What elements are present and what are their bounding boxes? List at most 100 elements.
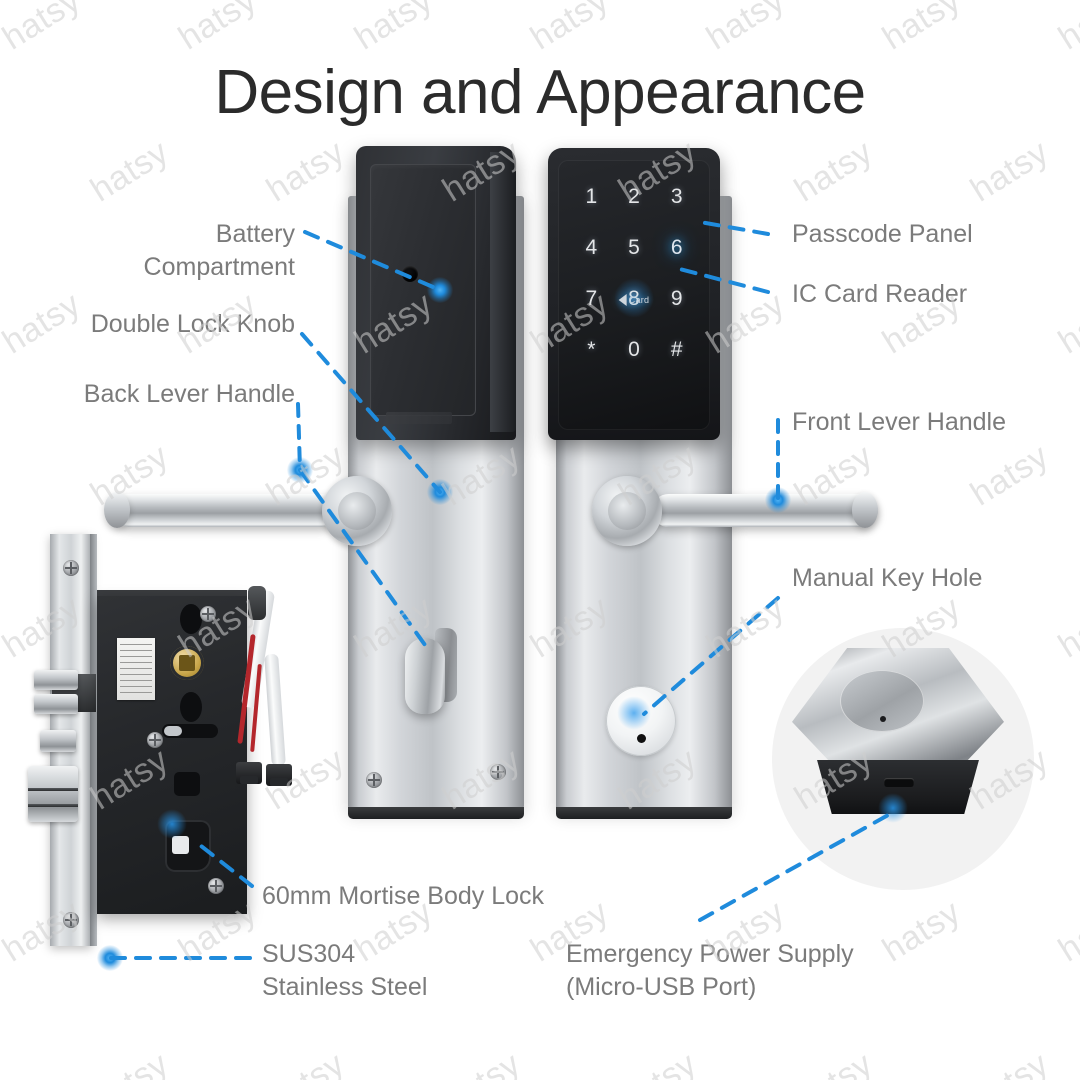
- mortise-body-lock: [22, 534, 292, 946]
- keypad-key-0[interactable]: 0: [628, 338, 640, 361]
- wire-boot: [248, 586, 266, 620]
- front-panel-base-trim: [556, 807, 732, 819]
- watermark: hatsy: [524, 0, 616, 58]
- power-supply-dial: [840, 670, 924, 732]
- latch-bolt-upper: [34, 670, 78, 690]
- watermark: hatsy: [964, 132, 1056, 210]
- emergency-power-supply-glow: [878, 793, 908, 823]
- anchor-double-lock-knob: [427, 479, 453, 505]
- keypad-key-5[interactable]: 5: [628, 236, 640, 259]
- keypad-key-hash[interactable]: #: [670, 338, 683, 361]
- watermark: hatsy: [84, 1045, 176, 1080]
- back-panel-screw-right: [490, 764, 506, 780]
- double-lock-knob[interactable]: [405, 628, 457, 714]
- keypad-key-6[interactable]: 6: [670, 236, 683, 259]
- callout-double-lock-knob: Double Lock Knob: [90, 310, 295, 338]
- callout-back-lever-handle: Back Lever Handle: [83, 380, 295, 408]
- card-chevron-icon: [618, 294, 627, 306]
- back-lever-rosette: [322, 476, 392, 546]
- battery-cover-door: [370, 164, 476, 416]
- anchor-front-lever-handle: [765, 487, 791, 513]
- keypad-grid[interactable]: 1 2 3 4 5 6 7 8 9 * 0 #: [570, 186, 698, 360]
- anchor-back-lever-handle: [287, 457, 313, 483]
- callout-sus304-stainless: SUS304 Stainless Steel: [262, 940, 428, 1001]
- watermark: hatsy: [964, 1045, 1056, 1080]
- auxiliary-bolt: [40, 730, 76, 752]
- double-lock-knob-body: [405, 638, 445, 714]
- watermark: hatsy: [876, 0, 968, 58]
- latch-bolt-lower: [34, 694, 78, 714]
- wire-connector-left: [236, 762, 262, 784]
- faceplate-screw-top: [63, 560, 79, 576]
- mortise-hole-mid: [180, 692, 202, 722]
- watermark: hatsy: [84, 132, 176, 210]
- mortise-case-top: [97, 590, 247, 598]
- callout-front-lever-handle: Front Lever Handle: [792, 408, 1007, 436]
- watermark: hatsy: [788, 1045, 880, 1080]
- mortise-case-screw-mid: [147, 732, 163, 748]
- passcode-panel[interactable]: 1 2 3 4 5 6 7 8 9 * 0 # Card: [548, 148, 720, 440]
- anchor-sus304: [97, 945, 123, 971]
- brand-emblem: [386, 412, 452, 424]
- watermark: hatsy: [260, 132, 352, 210]
- dead-bolt-groove-2: [28, 804, 78, 807]
- watermark: hatsy: [788, 132, 880, 210]
- watermark: hatsy: [436, 1045, 528, 1080]
- back-panel-screw-left: [366, 772, 382, 788]
- watermark: hatsy: [172, 0, 264, 58]
- keypad-key-9[interactable]: 9: [670, 287, 683, 310]
- wire-connector-right: [266, 764, 292, 786]
- battery-cover-screw-hole: [402, 266, 418, 282]
- emergency-power-supply: [792, 648, 1004, 838]
- mortise-spec-label: [117, 638, 155, 700]
- mortise-faceplate-edge: [90, 534, 97, 946]
- key-hole-pin: [637, 734, 646, 743]
- callout-passcode-panel: Passcode Panel: [792, 220, 973, 248]
- micro-usb-port[interactable]: [884, 778, 914, 787]
- mortise-body-lock-glow: [157, 809, 187, 839]
- card-label: Card: [628, 295, 650, 305]
- power-supply-pin: [880, 716, 886, 722]
- page-title: Design and Appearance: [214, 58, 866, 127]
- front-lever-rosette: [592, 476, 662, 546]
- back-panel-base-trim: [348, 807, 524, 819]
- watermark: hatsy: [1052, 892, 1080, 970]
- watermark: hatsy: [348, 0, 440, 58]
- battery-cover-bevel: [490, 152, 516, 432]
- watermark: hatsy: [1052, 588, 1080, 666]
- anchor-battery-compartment: [427, 277, 453, 303]
- watermark: hatsy: [0, 0, 88, 58]
- mortise-case-screw-bottom: [208, 878, 224, 894]
- mortise-spindle-hole: [170, 646, 204, 680]
- back-lever-handle[interactable]: [112, 494, 338, 527]
- dead-bolt: [28, 766, 78, 822]
- keypad-key-3[interactable]: 3: [670, 185, 683, 208]
- keypad-key-8[interactable]: 8: [628, 287, 640, 310]
- callout-emergency-power-supply: Emergency Power Supply (Micro-USB Port): [566, 940, 854, 1001]
- callout-ic-card-reader: IC Card Reader: [792, 280, 968, 308]
- watermark: hatsy: [260, 1045, 352, 1080]
- keypad-key-star[interactable]: *: [587, 338, 596, 361]
- mortise-slide-slot: [162, 724, 218, 738]
- manual-key-hole-glow: [617, 696, 651, 730]
- wire-sleeve-secondary: [264, 653, 286, 767]
- ic-card-reader-icon: Card: [618, 294, 650, 306]
- front-lever-handle-tip: [852, 492, 878, 528]
- keypad-key-1[interactable]: 1: [585, 185, 598, 208]
- watermark: hatsy: [964, 436, 1056, 514]
- mortise-hole-top: [180, 604, 202, 634]
- callout-mortise-body-lock: 60mm Mortise Body Lock: [262, 882, 545, 910]
- mortise-square-hole: [174, 772, 200, 796]
- callout-manual-key-hole: Manual Key Hole: [792, 564, 983, 592]
- watermark: hatsy: [1052, 0, 1080, 58]
- callout-battery-compartment: Battery Compartment: [143, 220, 295, 281]
- dead-bolt-groove-1: [28, 788, 78, 791]
- mortise-case-screw-top: [200, 606, 216, 622]
- keypad-key-2[interactable]: 2: [628, 185, 640, 208]
- keypad-key-7[interactable]: 7: [585, 287, 598, 310]
- back-lever-handle-tip: [104, 492, 130, 528]
- keypad-key-4[interactable]: 4: [585, 236, 598, 259]
- watermark: hatsy: [612, 1045, 704, 1080]
- faceplate-screw-bottom: [63, 912, 79, 928]
